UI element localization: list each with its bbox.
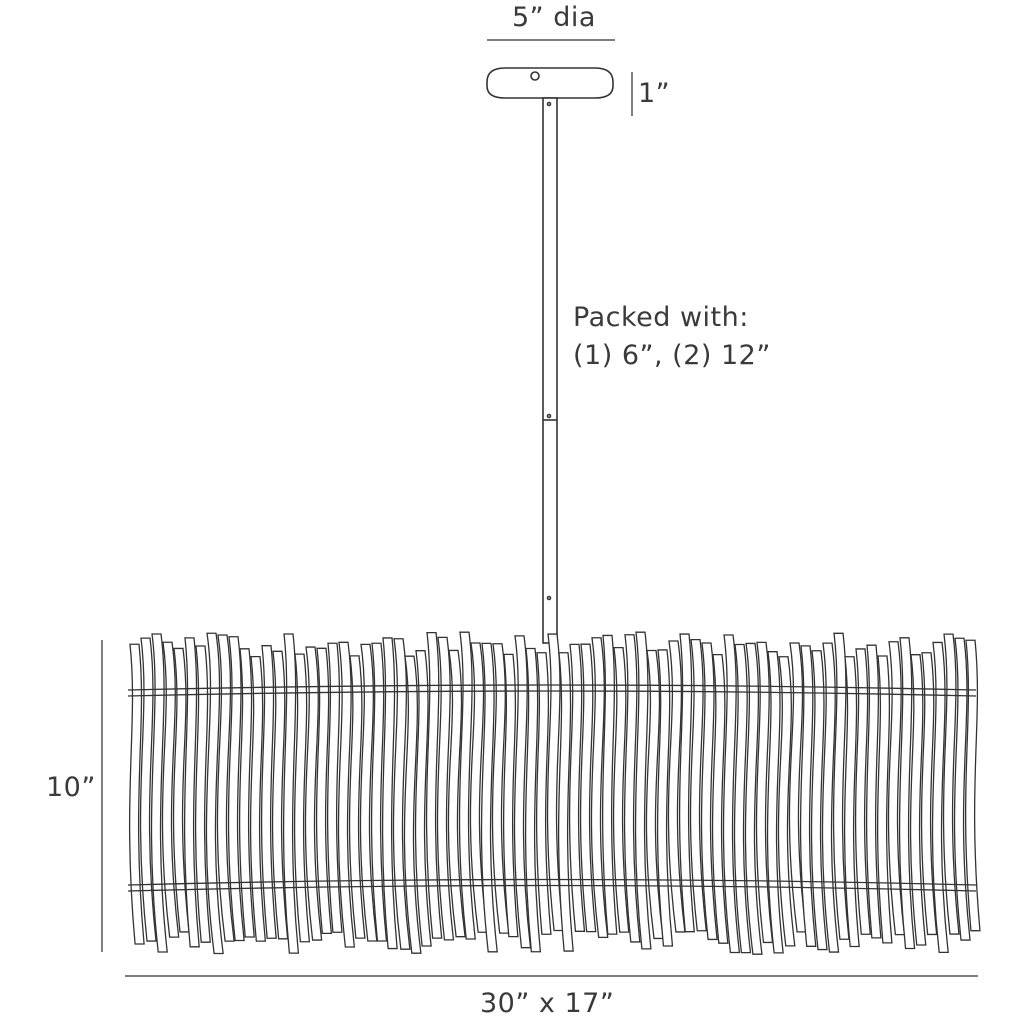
shade-slat — [590, 637, 609, 939]
canopy-screw-icon — [530, 71, 540, 81]
shade-slat — [282, 633, 300, 954]
shade-slat — [150, 633, 168, 953]
shade-slat — [458, 631, 476, 940]
shade-slat — [964, 639, 981, 932]
shade-slat — [535, 652, 552, 935]
stem — [542, 97, 558, 644]
shade-slat — [381, 637, 398, 950]
shade-band — [127, 878, 977, 892]
shade-slat — [854, 648, 871, 935]
shade-slat — [183, 637, 200, 948]
shade-slat — [425, 631, 443, 939]
shade-slat — [898, 637, 916, 950]
shade-slat — [777, 656, 796, 947]
shade-slat — [843, 656, 860, 948]
shade-slat — [656, 649, 674, 947]
shade-slat — [337, 641, 356, 948]
shade-height-label: 10” — [46, 772, 96, 803]
shade-slat — [931, 641, 949, 954]
shade-slat — [293, 653, 311, 943]
shade-slat — [909, 654, 927, 946]
shade-slat — [370, 642, 388, 942]
shade-slat — [678, 633, 695, 933]
shade-slat — [436, 636, 455, 941]
shade-slat — [568, 643, 586, 932]
shade-slat — [942, 633, 960, 935]
shade-slat — [194, 645, 211, 943]
shade-slat — [700, 642, 718, 941]
shade-slat — [799, 645, 817, 947]
shade-slat — [326, 642, 343, 933]
shade-slat — [216, 634, 235, 942]
shade-slat — [711, 654, 729, 944]
shade-band — [127, 684, 977, 697]
dimension-lines — [101, 39, 978, 977]
shade-slat — [579, 643, 597, 933]
shade-slat — [524, 647, 542, 953]
shade-slat — [447, 649, 466, 938]
packed-with-line1: Packed with: — [573, 302, 749, 333]
shade-slat — [920, 652, 938, 936]
packed-with-line2: (1) 6”, (2) 12” — [573, 340, 771, 371]
shade-slat — [876, 655, 893, 944]
canopy-height-label: 1” — [638, 78, 671, 109]
shade-slat — [315, 647, 333, 935]
shade-slat — [392, 638, 411, 950]
shade-slat — [238, 648, 255, 938]
shade-slat — [557, 652, 574, 952]
shade-slat — [623, 634, 641, 943]
shade-slat — [722, 634, 741, 954]
shade-slat — [205, 632, 224, 955]
shade-size-label: 30” x 17” — [480, 988, 615, 1019]
shade-slat — [865, 644, 882, 939]
shade-slat — [821, 642, 840, 953]
shade-slat — [128, 643, 145, 945]
shade-slat — [766, 651, 784, 954]
shade-slat — [744, 642, 763, 955]
shade-slat — [348, 655, 366, 939]
canopy — [486, 67, 614, 99]
shade-slat — [414, 650, 432, 947]
shade-slat — [249, 655, 267, 942]
shade-slat — [502, 653, 519, 938]
shade-slat — [733, 643, 752, 954]
shade-slat — [634, 631, 652, 950]
shade-slat — [689, 638, 707, 932]
shade-slat — [601, 634, 618, 935]
shade-slat — [260, 645, 277, 939]
shade-slat — [810, 650, 828, 951]
shade-slat — [304, 646, 323, 941]
shade-slat — [139, 637, 157, 942]
shade-slat — [953, 637, 971, 941]
shade-slat — [403, 655, 422, 954]
shade-slat — [161, 641, 180, 938]
shade — [127, 631, 981, 955]
canopy-diameter-label: 5” dia — [512, 2, 596, 33]
shade-slat — [612, 646, 630, 933]
shade-slat — [480, 642, 498, 953]
shade-slat — [227, 636, 245, 942]
